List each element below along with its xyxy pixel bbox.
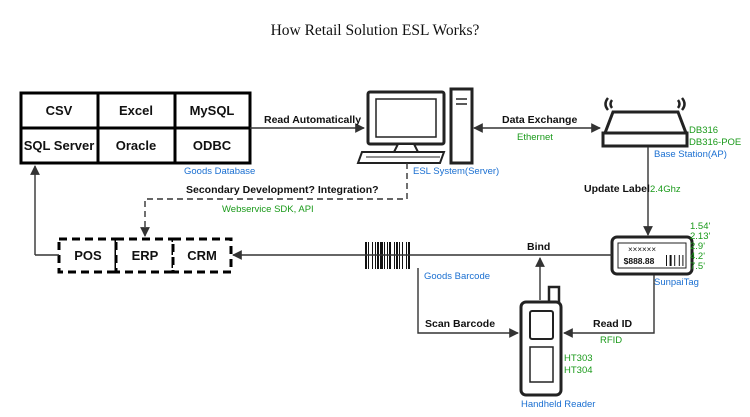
label-rfid: RFID [600, 335, 622, 346]
reader-model-1: HT303 [564, 353, 593, 364]
tag-caption: SunpaiTag [654, 277, 699, 288]
base-station-icon [601, 97, 689, 148]
tag-size-3: 2.9' [690, 241, 705, 252]
reader-model-2: HT304 [564, 365, 593, 376]
tag-size-4: 4.2' [690, 251, 705, 262]
base-station-caption: Base Station(AP) [654, 149, 727, 160]
business-systems: POS ERP CRM [57, 237, 233, 274]
system-pos: POS [74, 248, 102, 263]
label-update-label: Update Label [584, 183, 650, 195]
system-crm: CRM [187, 248, 217, 263]
db-cell-oracle: Oracle [116, 138, 156, 153]
label-read-automatically: Read Automatically [264, 114, 361, 126]
label-read-id: Read ID [593, 318, 633, 330]
base-station-model-2: DB316-POE [689, 137, 741, 148]
db-cell-mysql: MySQL [190, 103, 235, 118]
handheld-reader-icon [519, 285, 563, 397]
label-ethernet: Ethernet [517, 132, 553, 143]
tag-barcode-icon [666, 255, 684, 266]
tag-placeholder: ×××××× [628, 245, 656, 254]
barcode-caption: Goods Barcode [424, 271, 490, 282]
db-cell-csv: CSV [46, 103, 73, 118]
db-cell-sqlserver: SQL Server [24, 138, 95, 153]
goods-database-caption: Goods Database [184, 166, 255, 177]
db-cell-odbc: ODBC [193, 138, 232, 153]
label-scan-barcode: Scan Barcode [425, 318, 495, 330]
goods-database: CSV Excel MySQL SQL Server Oracle ODBC [19, 91, 252, 165]
tag-size-2: 2.13' [690, 231, 710, 242]
tag-price: $888.88 [624, 256, 655, 266]
base-station-model-1: DB316 [689, 125, 718, 136]
arrow-read-id [563, 275, 655, 338]
connectors [30, 123, 655, 338]
label-bind: Bind [527, 241, 550, 253]
arrow-scan-barcode [417, 268, 519, 338]
label-frequency: 2.4Ghz [650, 184, 681, 195]
server-computer-icon [356, 87, 474, 165]
system-erp: ERP [132, 248, 159, 263]
server-caption: ESL System(Server) [413, 166, 499, 177]
reader-caption: Handheld Reader [521, 399, 595, 410]
label-data-exchange: Data Exchange [502, 114, 577, 126]
label-sdk: Webservice SDK, API [222, 204, 314, 215]
esl-tag-icon: ×××××× $888.88 [610, 235, 694, 276]
diagram-title: How Retail Solution ESL Works? [270, 22, 480, 39]
tag-size-5: 7.5' [690, 261, 705, 272]
tag-size-1: 1.54' [690, 221, 710, 232]
db-cell-excel: Excel [119, 103, 153, 118]
label-secondary-development: Secondary Development? Integration? [186, 184, 379, 196]
